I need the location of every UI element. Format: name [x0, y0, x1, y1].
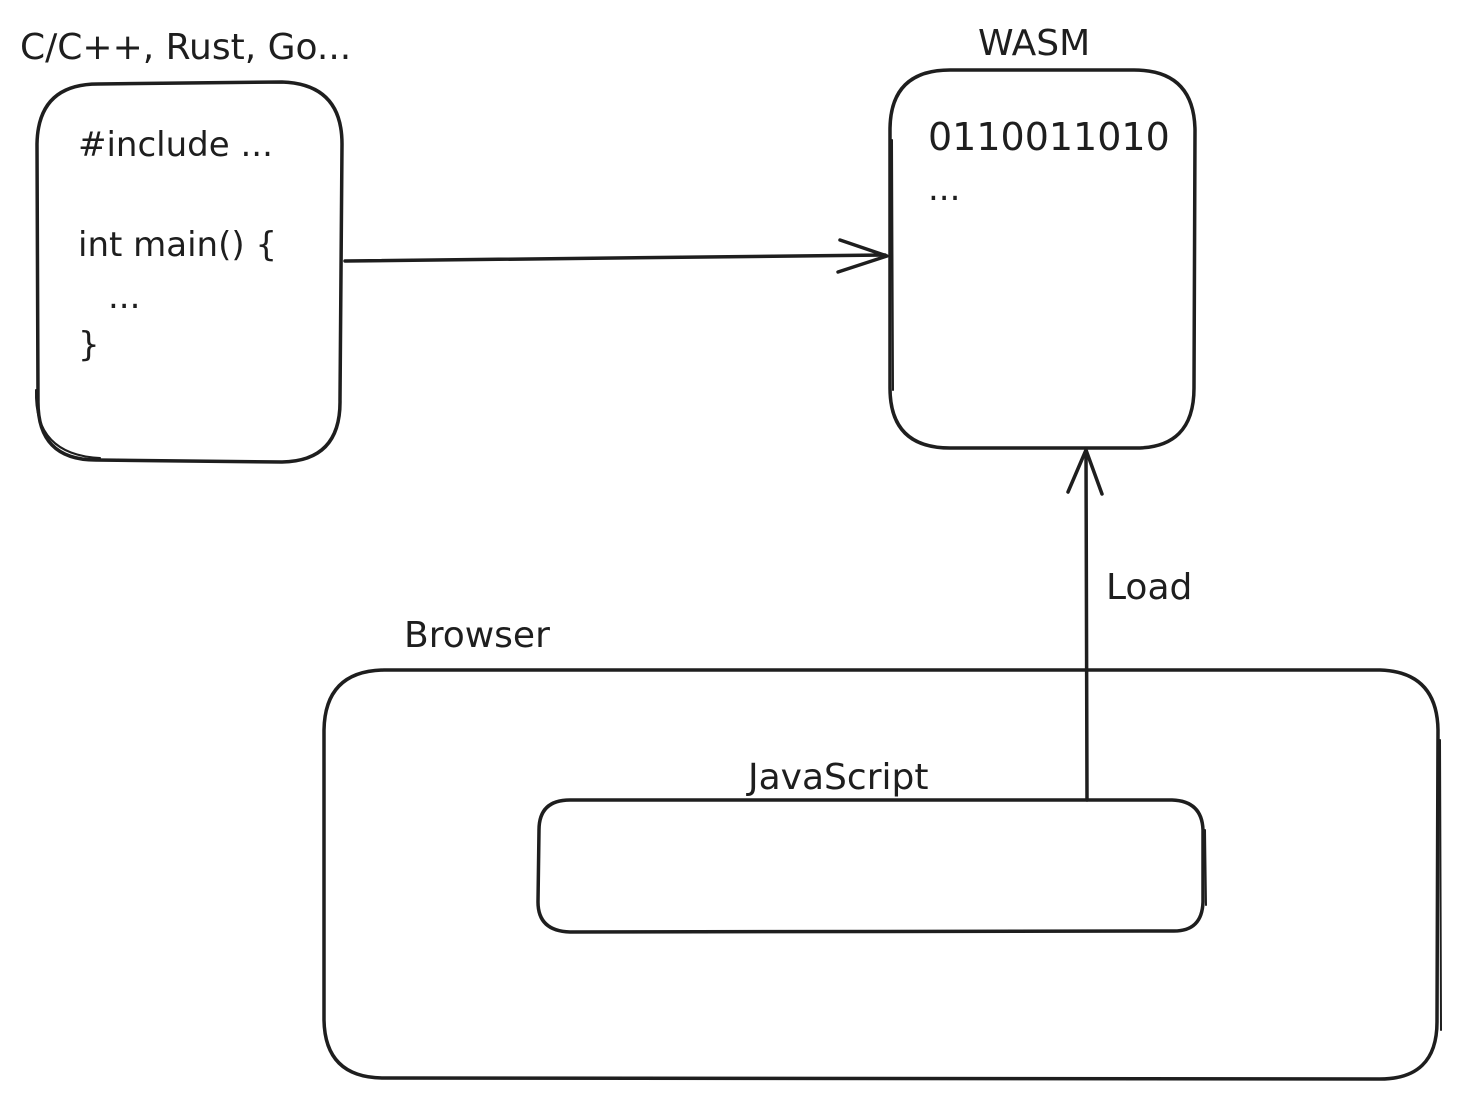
- javascript-box-sketch-edge: [1204, 829, 1207, 906]
- wasm-ellipsis-line: ...: [928, 169, 961, 209]
- code-line-main: int main() {: [78, 225, 278, 265]
- source-code-box: [35, 80, 344, 464]
- browser-box-sketch-edge: [1439, 739, 1442, 1031]
- load-arrow-line: [1084, 450, 1089, 802]
- javascript-title: JavaScript: [748, 757, 929, 798]
- code-line-body: ...: [108, 277, 141, 317]
- compile-arrow-line: [343, 253, 887, 263]
- compile-arrow-head: [836, 238, 889, 274]
- source-languages-title: C/C++, Rust, Go...: [20, 27, 352, 68]
- wasm-binary-line: 0110011010: [928, 115, 1170, 159]
- wasm-title: WASM: [978, 23, 1091, 64]
- browser-box: [322, 668, 1440, 1081]
- code-line-closing-brace: }: [78, 325, 100, 365]
- browser-title: Browser: [404, 615, 550, 656]
- load-arrow-head: [1066, 448, 1104, 496]
- javascript-box: [536, 798, 1205, 934]
- wasm-box: [888, 68, 1197, 450]
- wasm-box-sketch-edge: [891, 139, 894, 391]
- source-code-box-sketch-edge: [34, 389, 101, 459]
- load-edge-label: Load: [1106, 567, 1193, 608]
- code-line-include: #include ...: [78, 125, 273, 165]
